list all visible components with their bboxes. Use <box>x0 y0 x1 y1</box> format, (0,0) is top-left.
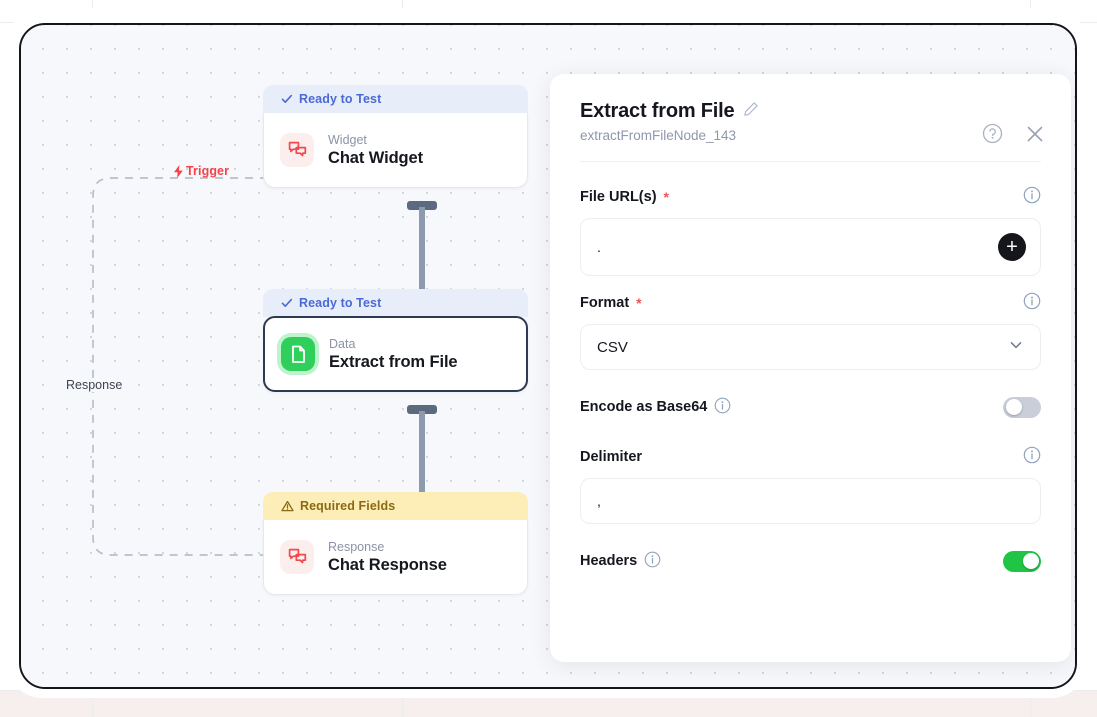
field-label-text: Encode as Base64 <box>580 399 708 415</box>
flow-node-extract-from-file[interactable]: Ready to Test Data Extract from File <box>263 289 528 392</box>
field-label: Delimiter <box>580 449 642 465</box>
field-file-urls: File URL(s) * . + <box>580 182 1041 276</box>
node-text: Response Chat Response <box>328 540 447 575</box>
node-status-text: Required Fields <box>300 499 396 513</box>
node-status-text: Ready to Test <box>299 296 382 310</box>
field-label: Encode as Base64 <box>580 397 731 418</box>
format-select[interactable]: CSV <box>580 324 1041 370</box>
field-label-text: Delimiter <box>580 449 643 465</box>
required-marker: * <box>636 295 642 311</box>
file-urls-input[interactable]: . + <box>580 218 1041 276</box>
field-header: Format * <box>580 288 1041 318</box>
node-kind: Response <box>328 539 385 554</box>
chevron-down-icon <box>1008 337 1024 357</box>
flow-node-chat-widget[interactable]: Ready to Test Widget Chat Widget <box>263 85 528 188</box>
panel-actions <box>982 123 1045 149</box>
info-icon[interactable] <box>1023 446 1041 469</box>
field-delimiter: Delimiter , <box>580 442 1041 524</box>
connector-line-1 <box>419 207 425 303</box>
pencil-icon[interactable] <box>743 101 759 122</box>
info-icon[interactable] <box>714 397 731 418</box>
warning-triangle-icon <box>281 500 294 512</box>
panel-title-row: Extract from File <box>580 100 1041 123</box>
node-status-band-ready: Ready to Test <box>263 85 528 113</box>
connector-cap-top-2 <box>407 405 437 414</box>
node-properties-panel: Extract from File extractFromFileNode_14… <box>550 74 1071 662</box>
check-icon <box>281 297 293 309</box>
required-marker: * <box>663 189 669 205</box>
format-selected-value: CSV <box>597 338 628 356</box>
field-encode-base64: Encode as Base64 <box>580 384 1041 430</box>
toggle-knob <box>1005 399 1022 415</box>
node-title: Extract from File <box>329 352 458 371</box>
node-title: Chat Widget <box>328 148 423 167</box>
field-label: Format * <box>580 295 642 311</box>
encode-base64-row: Encode as Base64 <box>580 384 1041 430</box>
encode-base64-toggle[interactable] <box>1003 396 1041 418</box>
node-text: Widget Chat Widget <box>328 133 423 168</box>
field-label-text: Headers <box>580 553 638 569</box>
flow-node-chat-response[interactable]: Required Fields Response Chat Response <box>263 492 528 595</box>
field-headers: Headers <box>580 538 1041 584</box>
file-document-icon <box>281 337 315 371</box>
panel-title: Extract from File <box>580 100 735 122</box>
panel-body: File URL(s) * . + <box>550 162 1071 584</box>
response-label: Response <box>62 378 127 392</box>
field-header: Delimiter <box>580 442 1041 472</box>
field-label-text: File URL(s) <box>580 189 657 205</box>
question-circle-icon[interactable] <box>982 123 1003 149</box>
node-title: Chat Response <box>328 555 447 574</box>
panel-node-id: extractFromFileNode_143 <box>580 128 737 143</box>
trigger-label-text: Trigger <box>186 164 230 178</box>
file-urls-value: . <box>597 239 601 255</box>
connector-cap-top-1 <box>407 201 437 210</box>
delimiter-value: , <box>597 493 601 509</box>
field-label: Headers <box>580 551 661 572</box>
node-body[interactable]: Widget Chat Widget <box>263 113 528 188</box>
field-header: File URL(s) * <box>580 182 1041 212</box>
chat-bubbles-icon <box>280 133 314 167</box>
field-label: File URL(s) * <box>580 189 669 205</box>
chat-bubbles-icon <box>280 540 314 574</box>
info-icon[interactable] <box>644 551 661 572</box>
node-status-band-ready: Ready to Test <box>263 289 528 317</box>
app-window: Trigger Response Ready to Test <box>19 23 1077 689</box>
info-icon[interactable] <box>1023 186 1041 209</box>
node-body[interactable]: Response Chat Response <box>263 520 528 595</box>
field-label-text: Format <box>580 295 630 311</box>
toggle-knob <box>1022 553 1039 569</box>
panel-header: Extract from File extractFromFileNode_14… <box>550 74 1071 144</box>
node-status-text: Ready to Test <box>299 92 382 106</box>
headers-row: Headers <box>580 538 1041 584</box>
connector-line-2 <box>419 411 425 504</box>
node-body[interactable]: Data Extract from File <box>263 316 528 392</box>
field-format: Format * CSV <box>580 288 1041 370</box>
node-kind: Data <box>329 336 356 351</box>
info-icon[interactable] <box>1023 292 1041 315</box>
lightning-bolt-icon <box>173 164 184 178</box>
panel-divider <box>580 161 1041 162</box>
node-status-band-required: Required Fields <box>263 492 528 520</box>
delimiter-input[interactable]: , <box>580 478 1041 524</box>
add-file-url-button[interactable]: + <box>998 233 1026 261</box>
close-icon[interactable] <box>1025 124 1045 149</box>
node-kind: Widget <box>328 132 367 147</box>
check-icon <box>281 93 293 105</box>
node-text: Data Extract from File <box>329 337 458 372</box>
headers-toggle[interactable] <box>1003 550 1041 572</box>
trigger-label: Trigger <box>173 164 229 178</box>
